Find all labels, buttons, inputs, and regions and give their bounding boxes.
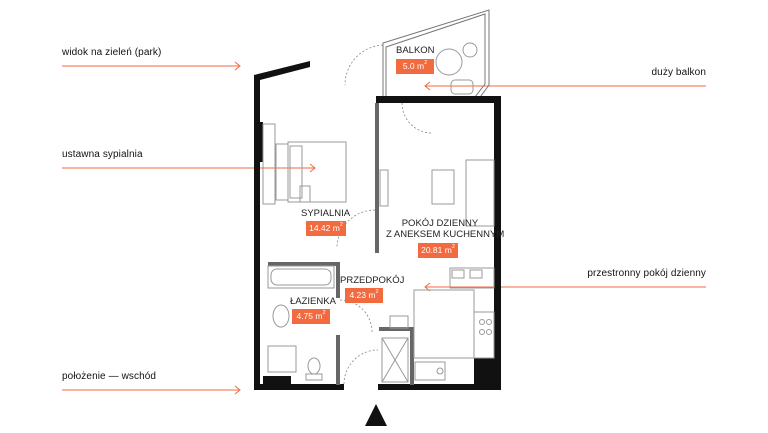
room-name-balcony: BALKON	[396, 45, 435, 56]
area-badge-hallway: 4.23 m2	[345, 288, 383, 303]
living-furniture	[379, 159, 495, 289]
callout-large-balcony: duży balkon	[651, 67, 706, 78]
entrance-marker	[365, 404, 387, 426]
room-name-bathroom: ŁAZIENKA	[290, 296, 336, 307]
bathroom-fixtures	[267, 265, 335, 381]
bedroom-furniture	[262, 123, 347, 205]
callout-lines	[62, 61, 706, 395]
area-badge-bedroom: 14.42 m2	[306, 221, 346, 236]
balcony-furniture	[435, 42, 478, 95]
room-name-hallway: PRZEDPOKÓJ	[340, 275, 405, 286]
kitchen	[381, 289, 495, 383]
room-name-bedroom: SYPIALNIA	[301, 208, 351, 219]
room-name-living-room: POKÓJ DZIENNY Z ANEKSEM KUCHENNYM	[386, 218, 505, 240]
callout-living-room: przestronny pokój dzienny	[587, 268, 706, 279]
doors	[336, 44, 433, 385]
interior-walls	[268, 103, 414, 385]
balcony-outline	[382, 9, 490, 101]
area-badge-bathroom: 4.75 m2	[292, 309, 330, 324]
callout-bedroom: ustawna sypialnia	[62, 149, 143, 160]
exterior-walls	[254, 61, 501, 390]
callout-orientation: położenie — wschód	[62, 371, 157, 382]
area-badge-balcony: 5.0 m2	[396, 59, 434, 74]
callout-view-park: widok na zieleń (park)	[62, 47, 162, 58]
area-badge-living-room: 20.81 m2	[418, 243, 458, 258]
